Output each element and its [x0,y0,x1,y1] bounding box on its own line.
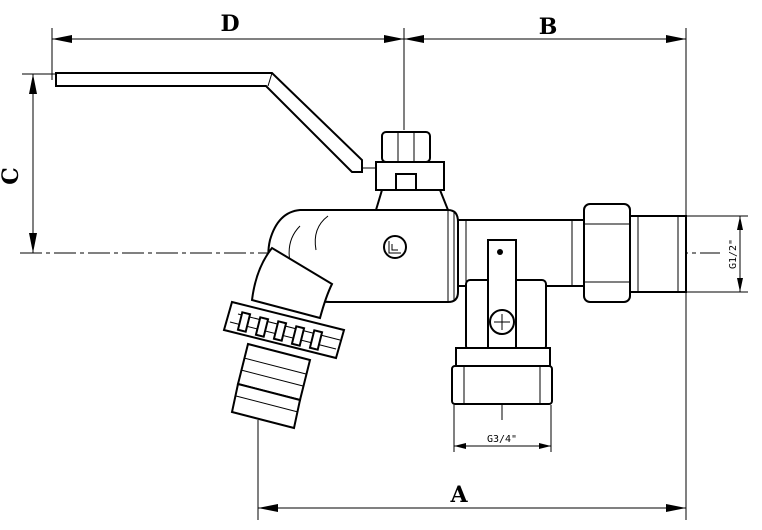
dimension-lines [22,28,748,520]
stem-nut [362,131,450,211]
outlet-thread-label: G1/2" [728,239,739,269]
hose-outlet [222,246,346,430]
dimension-labels: D B C A G1/2" G3/4" [0,11,739,508]
dimension-c-label: C [0,167,24,185]
side-valve [451,239,553,405]
dimension-d-label: D [220,11,239,37]
side-thread-label: G3/4" [487,434,517,445]
pipe-section [457,219,585,287]
right-outlet [583,203,687,303]
lever-handle [55,72,363,173]
dimension-a-label: A [449,482,468,508]
dimension-b-label: B [539,14,558,40]
